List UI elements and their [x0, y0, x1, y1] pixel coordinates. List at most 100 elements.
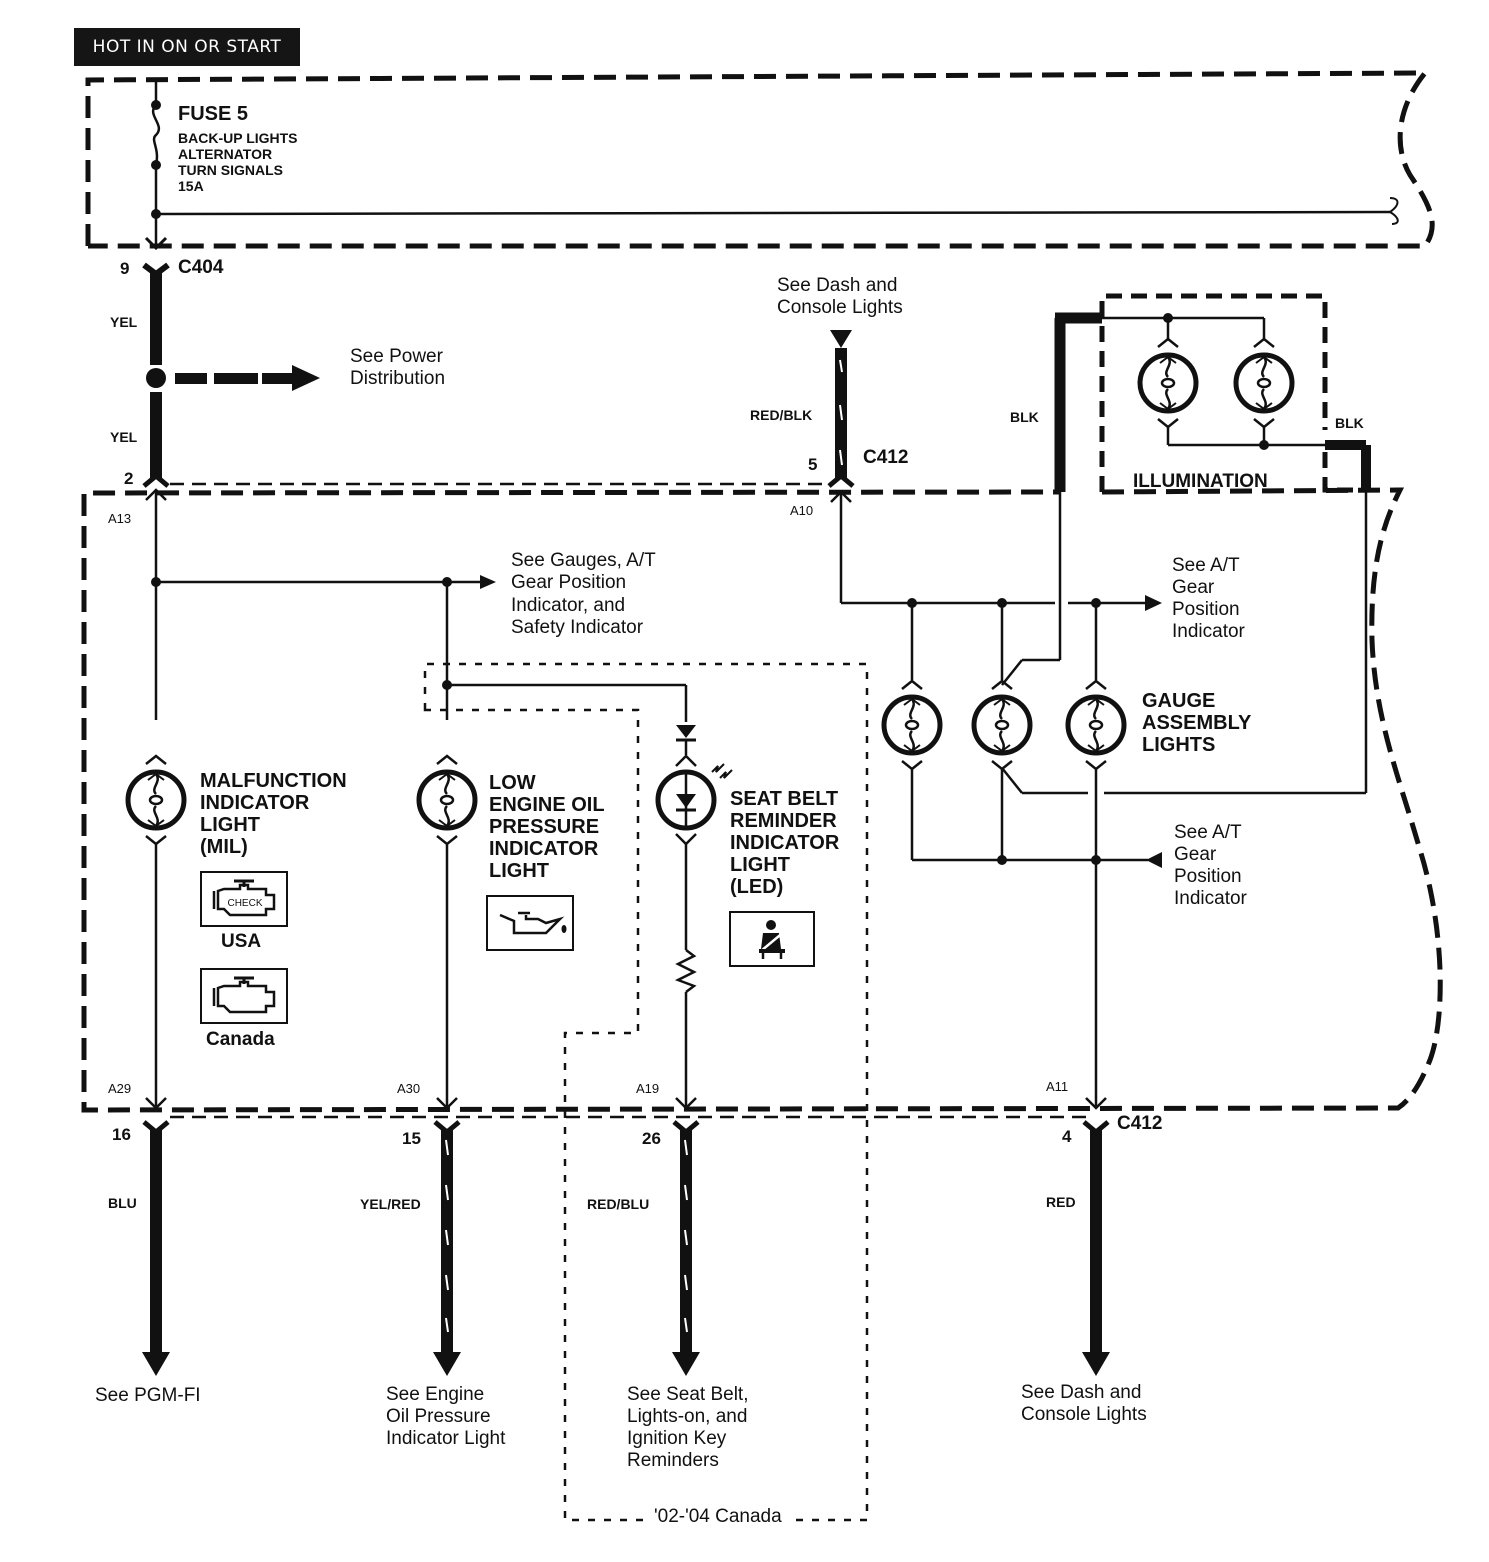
- mil-variant-canada: Canada: [206, 1029, 275, 1050]
- seatbelt-led-icon: [655, 754, 733, 846]
- wire-label-blu: BLU: [108, 1195, 137, 1211]
- mil-variant-usa: USA: [221, 931, 262, 952]
- ref-at-gear-upper-1[interactable]: See A/T: [1172, 555, 1240, 576]
- c404-pin: 9: [120, 259, 130, 278]
- ref-seat-belt-2[interactable]: Lights-on, and: [627, 1406, 748, 1427]
- wire-label-red-blk: RED/BLK: [750, 407, 813, 423]
- ref-power-distribution-1[interactable]: See Power: [350, 346, 443, 367]
- ref-dash-console-bottom-1[interactable]: See Dash and: [1021, 1382, 1142, 1403]
- canada-region-label: '02-'04 Canada: [648, 1506, 788, 1528]
- ref-at-gear-lower-1[interactable]: See A/T: [1174, 822, 1242, 843]
- ref-engine-oil-3[interactable]: Indicator Light: [386, 1428, 506, 1449]
- blu-wire: [142, 1120, 170, 1376]
- red-blk-wire: [827, 330, 855, 603]
- oil-can-icon: [486, 895, 574, 951]
- ref-power-distribution-2[interactable]: Distribution: [350, 368, 446, 389]
- ref-seat-belt-1[interactable]: See Seat Belt,: [627, 1384, 749, 1405]
- ref-gauges-2[interactable]: Gear Position: [511, 572, 627, 593]
- fuse-rating: 15A: [178, 178, 204, 194]
- ref-at-gear-lower-4[interactable]: Indicator: [1174, 888, 1247, 909]
- fuse-circuit-3: TURN SIGNALS: [178, 162, 283, 178]
- canada-region-border: [423, 662, 869, 1522]
- pin-a19: A19: [636, 1081, 660, 1096]
- gauge-assembly-border: [81, 487, 1443, 1113]
- fuse-circuit-1: BACK-UP LIGHTS: [178, 130, 298, 146]
- ref-gauges-1[interactable]: See Gauges, A/T: [511, 550, 656, 571]
- gauge-lights-label-3: LIGHTS: [1142, 734, 1216, 756]
- pin-4: 4: [1062, 1127, 1072, 1146]
- power-source-label: HOT IN ON OR START: [74, 28, 300, 66]
- illumination-label: ILLUMINATION: [1133, 471, 1268, 492]
- c412-top-label: C412: [863, 447, 909, 468]
- seatbelt-label-5: (LED): [730, 876, 784, 898]
- ref-at-gear-upper-2[interactable]: Gear: [1172, 577, 1215, 598]
- gauge-lights-label-1: GAUGE: [1142, 690, 1216, 712]
- pin-16: 16: [112, 1125, 131, 1144]
- pin-a10: A10: [790, 503, 814, 518]
- fuse-5-symbol: [144, 80, 1399, 251]
- fuse-title: FUSE 5: [178, 103, 249, 125]
- oil-label-4: INDICATOR: [489, 838, 599, 860]
- gauge-bulb-3-icon: [1068, 681, 1124, 769]
- check-text: CHECK: [227, 898, 262, 909]
- oil-label-1: LOW: [489, 772, 536, 794]
- mil-label-3: LIGHT: [200, 814, 260, 836]
- ref-at-gear-upper-3[interactable]: Position: [1172, 599, 1240, 620]
- c404-label: C404: [178, 257, 224, 278]
- yel-pin: 2: [124, 469, 134, 488]
- pin-15: 15: [402, 1129, 421, 1148]
- pin-26: 26: [642, 1129, 661, 1148]
- fuse-box-border: [85, 70, 1435, 249]
- wire-label-blk-right: BLK: [1335, 415, 1364, 431]
- mil-label-2: INDICATOR: [200, 792, 310, 814]
- illumination-circuit: [1102, 313, 1371, 492]
- ref-dash-console-bottom-2[interactable]: Console Lights: [1021, 1404, 1147, 1425]
- internal-circuit: [145, 488, 696, 755]
- seatbelt-label-2: REMINDER: [730, 810, 837, 832]
- mil-label-1: MALFUNCTION: [200, 770, 347, 792]
- red-blu-wire: [672, 1120, 700, 1376]
- seatbelt-label-3: INDICATOR: [730, 832, 840, 854]
- power-distribution-arrow: [175, 365, 320, 391]
- wire-label-red: RED: [1046, 1194, 1076, 1210]
- mil-label-4: (MIL): [200, 836, 248, 858]
- yel-red-wire: [433, 1120, 461, 1376]
- wire-label-yel-lower: YEL: [110, 429, 138, 445]
- ref-engine-oil-1[interactable]: See Engine: [386, 1384, 485, 1405]
- c412-bottom-label: C412: [1117, 1113, 1163, 1134]
- check-engine-usa-icon: CHECK: [200, 871, 288, 927]
- ref-seat-belt-4[interactable]: Reminders: [627, 1450, 719, 1471]
- yel-wire: [142, 262, 170, 488]
- pin-a30: A30: [397, 1081, 421, 1096]
- ref-at-gear-upper-4[interactable]: Indicator: [1172, 621, 1245, 642]
- ref-seat-belt-3[interactable]: Ignition Key: [627, 1428, 727, 1449]
- ref-pgm-fi[interactable]: See PGM-FI: [95, 1385, 201, 1406]
- oil-label-3: PRESSURE: [489, 816, 600, 838]
- illumination-bulb-1-icon: [1140, 339, 1196, 427]
- pin-a29: A29: [108, 1081, 132, 1096]
- wire-label-red-blu: RED/BLU: [587, 1196, 650, 1212]
- gauge-bulb-1-icon: [884, 681, 940, 769]
- ref-gauges-4[interactable]: Safety Indicator: [511, 617, 644, 638]
- fuse-circuit-2: ALTERNATOR: [178, 146, 273, 162]
- gauge-lights-circuit: [841, 312, 1368, 1110]
- gauge-lights-label-2: ASSEMBLY: [1142, 712, 1252, 734]
- mil-bulb-icon: [128, 756, 184, 844]
- seatbelt-icon: [729, 911, 815, 967]
- wire-label-yel-red: YEL/RED: [360, 1196, 421, 1212]
- red-wire: [1082, 1120, 1110, 1376]
- c412-top-pin: 5: [808, 455, 818, 474]
- ref-dash-console-top-1[interactable]: See Dash and: [777, 275, 898, 296]
- seatbelt-label-4: LIGHT: [730, 854, 790, 876]
- oil-bulb-icon: [419, 756, 475, 844]
- wire-label-yel-upper: YEL: [110, 314, 138, 330]
- ref-dash-console-top-2[interactable]: Console Lights: [777, 297, 903, 318]
- pin-a11: A11: [1046, 1079, 1069, 1094]
- ref-at-gear-lower-3[interactable]: Position: [1174, 866, 1242, 887]
- ref-at-gear-lower-2[interactable]: Gear: [1174, 844, 1217, 865]
- ref-engine-oil-2[interactable]: Oil Pressure: [386, 1406, 491, 1427]
- seatbelt-label-1: SEAT BELT: [730, 788, 839, 810]
- ref-gauges-3[interactable]: Indicator, and: [511, 595, 626, 616]
- gauge-bulb-2-icon: [974, 681, 1030, 769]
